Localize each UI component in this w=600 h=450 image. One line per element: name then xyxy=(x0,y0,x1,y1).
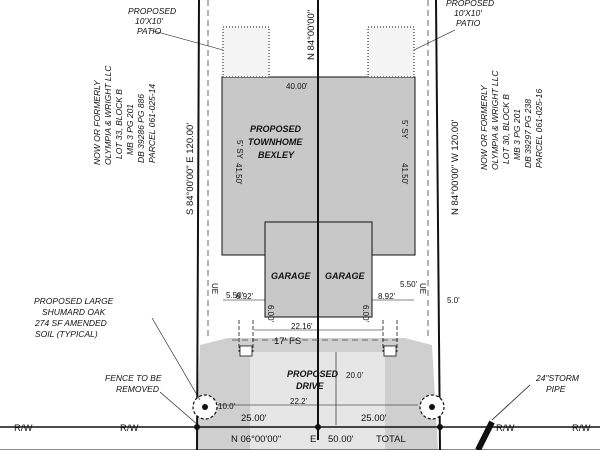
rw-label-right-2: R/W xyxy=(572,423,591,434)
dim-222: 22.2' xyxy=(290,397,308,406)
monument-center xyxy=(315,424,321,430)
rw-label-left: R/W xyxy=(14,423,33,434)
dim-892-left: 8.92' xyxy=(236,292,254,301)
owner-left-6: PARCEL 061-025-14 xyxy=(147,84,157,163)
lot-line-right xyxy=(435,0,441,450)
step-left xyxy=(239,345,253,357)
storm-leader xyxy=(491,384,531,421)
patio-left-label-1: PROPOSED xyxy=(128,6,176,16)
dim-100: 10.0' xyxy=(218,402,236,411)
dim-892-right: 8.92' xyxy=(378,292,396,301)
frontage-left: 25.00' xyxy=(241,413,267,424)
storm-label-1: 24"STORM xyxy=(535,373,580,383)
monument-right xyxy=(437,424,443,430)
storm-label-2: PIPE xyxy=(546,384,566,394)
building-label-2: TOWNHOME xyxy=(248,137,303,147)
owner-left-2: OLYMPIA & WRIGHT LLC xyxy=(103,65,113,165)
tree-right-icon xyxy=(419,394,445,420)
owner-right: NOW OR FORMERLY OLYMPIA & WRIGHT LLC LOT… xyxy=(479,70,544,170)
depth-left-label: 41.50' xyxy=(234,163,243,185)
owner-left-3: LOT 33, BLOCK B xyxy=(114,89,124,159)
leader-tree xyxy=(151,317,201,401)
setback-left-label: 5' SY xyxy=(235,140,244,160)
tree-label-3: 274 SF AMENDED xyxy=(34,318,107,328)
owner-left: NOW OR FORMERLY OLYMPIA & WRIGHT LLC LOT… xyxy=(92,65,157,165)
rw-label-mid: R/W xyxy=(120,423,139,434)
owner-right-5: DB 39297 PG 238 xyxy=(523,99,533,168)
total-bearing: N 06°00'00" xyxy=(231,434,281,445)
tree-label-1: PROPOSED LARGE xyxy=(34,296,114,306)
patio-right-label-3: PATIO xyxy=(456,18,481,28)
patio-right-label-1: PROPOSED xyxy=(446,0,494,8)
patio-left-label-2: 10'X10' xyxy=(135,16,163,26)
setback-right-label: 5' SY xyxy=(400,120,409,140)
leader-patio-right xyxy=(413,29,456,51)
total-dist: 50.00' xyxy=(328,434,354,445)
owner-left-5: DB 39286 PG 886 xyxy=(136,94,146,163)
total-label: TOTAL xyxy=(376,434,406,445)
frontage-right: 25.00' xyxy=(361,413,387,424)
tree-left-icon xyxy=(192,394,218,420)
total-dir: E xyxy=(310,434,316,445)
dim-fs: 17' FS xyxy=(274,336,301,347)
owner-right-6: PARCEL 061-025-16 xyxy=(534,89,544,168)
leader-fence xyxy=(159,391,199,426)
bearing-right: N 84°00'00" W 120.00' xyxy=(450,120,461,215)
garage-right-label: GARAGE xyxy=(325,271,365,281)
fence-label-2: REMOVED xyxy=(116,384,159,394)
patio-left xyxy=(222,26,270,78)
owner-left-4: MB 3 PG 201 xyxy=(125,104,135,155)
owner-right-2: OLYMPIA & WRIGHT LLC xyxy=(490,70,500,170)
dim-600-right: 6.00' xyxy=(361,305,370,323)
owner-right-3: LOT 30, BLOCK B xyxy=(501,94,511,164)
storm-pipe xyxy=(475,420,495,450)
ue-right: UE xyxy=(418,283,427,294)
owner-right-1: NOW OR FORMERLY xyxy=(479,84,489,170)
building-label-3: BEXLEY xyxy=(258,150,295,160)
patio-right xyxy=(367,26,415,78)
dim-600-left: 6.00' xyxy=(266,305,275,323)
owner-right-4: MB 3 PG 201 xyxy=(512,109,522,160)
dim-550-right: 5.50' xyxy=(400,280,418,289)
building-width-dim: 40.00' xyxy=(286,82,308,91)
garage-left-label: GARAGE xyxy=(271,271,311,281)
dim-2216: 22.16' xyxy=(291,322,313,331)
fence-label-1: FENCE TO BE xyxy=(105,373,162,383)
drive-label-2: DRIVE xyxy=(296,381,325,391)
owner-left-1: NOW OR FORMERLY xyxy=(92,79,102,165)
tree-label-2: SHUMARD OAK xyxy=(42,307,106,317)
building-label-1: PROPOSED xyxy=(250,124,302,134)
ue-left: UE xyxy=(210,283,219,294)
depth-right-label: 41.50' xyxy=(400,163,409,185)
lot-line-left xyxy=(196,0,200,450)
patio-right-label-2: 10'X10' xyxy=(454,8,482,18)
patio-left-label-3: PATIO xyxy=(137,26,162,36)
dim-50: 5.0' xyxy=(447,296,460,305)
rw-label-right-1: R/W xyxy=(496,423,515,434)
step-right xyxy=(383,345,397,357)
tree-label-4: SOIL (TYPICAL) xyxy=(35,329,98,339)
bearing-left: S 84°00'00" E 120.00' xyxy=(185,123,196,215)
dim-drive-width: 20.0' xyxy=(346,371,364,380)
dim-550-left: 5.50' xyxy=(226,291,244,300)
leader-patio-left xyxy=(149,29,224,51)
bearing-center: N 84°00'00" xyxy=(306,10,317,60)
drive-label-1: PROPOSED xyxy=(287,369,339,379)
monument-left xyxy=(194,424,200,430)
